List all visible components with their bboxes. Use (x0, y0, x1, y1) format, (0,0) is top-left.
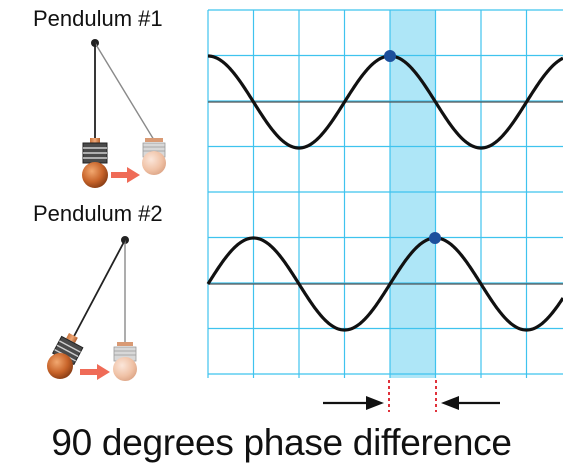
arrow-left-pointer (323, 396, 384, 410)
pendulum-2-string (71, 239, 126, 341)
arrow-right-pointer (441, 396, 500, 410)
grid (207, 9, 563, 378)
pendulum-1-ghost-string (94, 42, 155, 141)
waveform-pendulum-2 (206, 236, 563, 332)
pendulum-1-ghost-bob (142, 138, 166, 175)
pendulum-2-motion-arrow (80, 364, 110, 380)
pendulum-1-label: Pendulum #1 (33, 6, 163, 31)
pendulum-2-illustration (47, 236, 137, 381)
pendulum-1-motion-arrow (111, 167, 140, 183)
pendulum-2-ghost-bob (113, 342, 137, 381)
pendulum-1-bob (82, 138, 108, 188)
peak-marker-pendulum-1 (384, 50, 396, 62)
caption: 90 degrees phase difference (51, 422, 512, 463)
pendulum-1-illustration (82, 39, 166, 188)
pendulum-2-label: Pendulum #2 (33, 201, 163, 226)
phase-band (390, 10, 436, 378)
pendulum-2-bob (47, 333, 84, 379)
peak-marker-pendulum-2 (429, 232, 441, 244)
